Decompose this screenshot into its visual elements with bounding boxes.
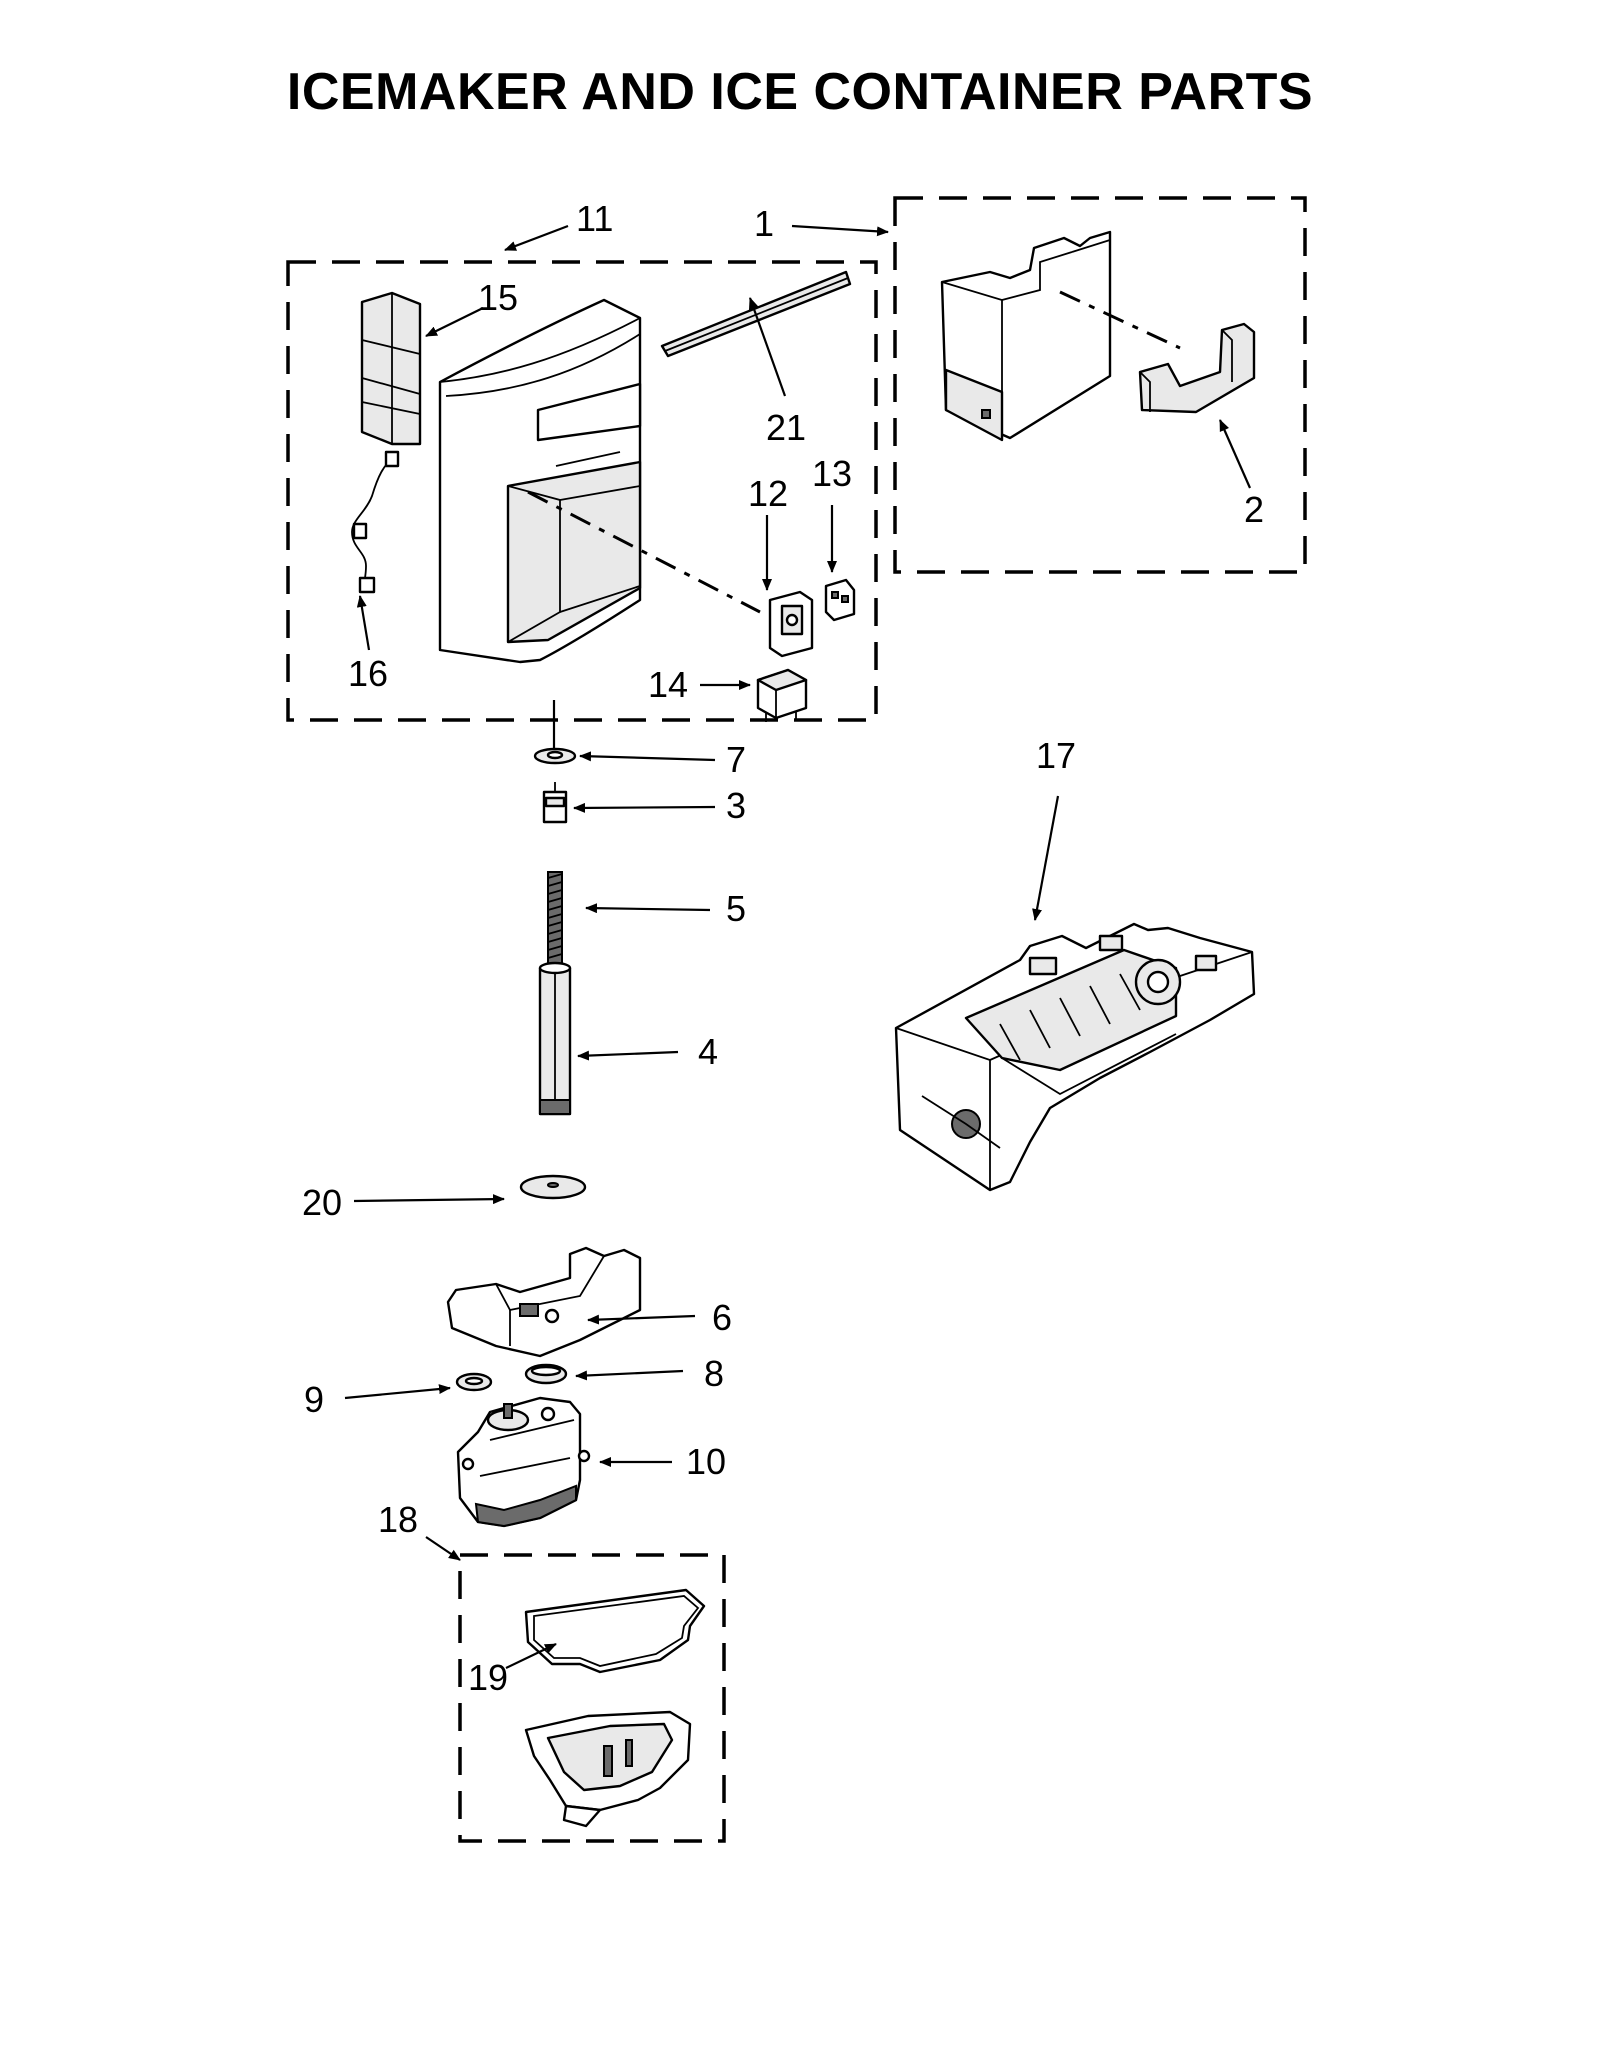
- part-17-icemaker: [894, 922, 1256, 1192]
- leader-16: [356, 595, 371, 651]
- part-19-gasket: [524, 1588, 706, 1674]
- part-20-washer: [519, 1174, 587, 1200]
- part-7-washer: [533, 747, 577, 765]
- part-9-washer: [455, 1372, 493, 1392]
- part-13-switch: [824, 578, 856, 622]
- part-15-cover-panel: [360, 291, 422, 446]
- part-3-coupling: [542, 782, 568, 824]
- callout-3: 3: [726, 785, 746, 826]
- assembly-line-2: [1059, 290, 1181, 350]
- part-2-insert: [1138, 322, 1256, 414]
- callout-21: 21: [766, 407, 806, 448]
- leader-17: [1032, 795, 1060, 921]
- page-title: ICEMAKER AND ICE CONTAINER PARTS: [286, 63, 1314, 121]
- leader-11: [504, 224, 569, 252]
- callout-18: 18: [378, 1499, 418, 1540]
- leader-2: [1218, 419, 1252, 489]
- assembly-18-box: [458, 1553, 726, 1843]
- leader-3: [573, 802, 716, 813]
- part-10-auger-motor: [456, 1396, 591, 1528]
- callout-6: 6: [712, 1297, 732, 1338]
- callout-9: 9: [304, 1379, 324, 1420]
- leader-15: [425, 307, 484, 337]
- assembly-11-box: [286, 260, 878, 722]
- callout-20: 20: [302, 1182, 342, 1223]
- callout-19: 19: [468, 1657, 508, 1698]
- callout-labels: 11 1 15 21 12 13 2 16 14 7 3 5 4 17 20 6…: [302, 198, 1264, 1698]
- leader-7: [579, 751, 716, 762]
- callout-11: 11: [576, 198, 613, 239]
- callout-16: 16: [348, 653, 388, 694]
- leader-18: [425, 1536, 461, 1561]
- callout-13: 13: [812, 453, 852, 494]
- part-18-housing: [524, 1710, 692, 1828]
- callout-12: 12: [748, 473, 788, 514]
- assembly-1-box: [893, 196, 1307, 574]
- callout-4: 4: [698, 1031, 718, 1072]
- part-14-relay: [756, 668, 808, 722]
- part-1-ice-container: [940, 230, 1112, 442]
- leader-arrows: [344, 224, 1252, 1669]
- leader-1: [791, 224, 889, 237]
- leader-4: [577, 1050, 679, 1061]
- assembly-line-12: [527, 490, 761, 614]
- callout-7: 7: [726, 739, 746, 780]
- callout-10: 10: [686, 1441, 726, 1482]
- leader-5: [585, 903, 711, 914]
- callout-5: 5: [726, 888, 746, 929]
- leader-6: [587, 1314, 696, 1325]
- callout-17: 17: [1036, 735, 1076, 776]
- leader-20: [353, 1194, 505, 1205]
- callout-1: 1: [754, 203, 774, 244]
- leader-21: [748, 297, 787, 397]
- part-16-wire-harness: [351, 450, 400, 594]
- leader-9: [344, 1384, 451, 1400]
- part-4-auger-shaft: [538, 961, 572, 1116]
- callout-2: 2: [1244, 489, 1264, 530]
- leader-8: [575, 1369, 684, 1381]
- part-6-bracket: [446, 1246, 642, 1358]
- callout-14: 14: [648, 664, 688, 705]
- callout-8: 8: [704, 1353, 724, 1394]
- part-5-threaded-rod: [547, 871, 563, 967]
- part-11-housing: [438, 298, 642, 664]
- leader-19: [505, 1643, 557, 1669]
- callout-15: 15: [478, 277, 518, 318]
- part-8-bushing: [524, 1363, 568, 1385]
- part-12-switch-plate: [768, 590, 814, 658]
